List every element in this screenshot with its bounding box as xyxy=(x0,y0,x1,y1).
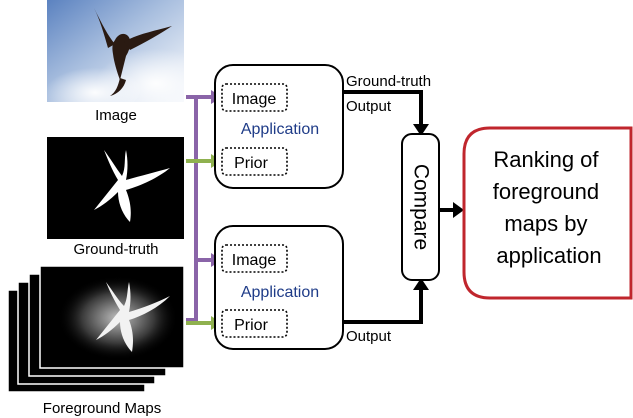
image-input-arrows xyxy=(186,95,212,322)
image-slot-label-top: Image xyxy=(232,91,277,108)
prior-slot-bottom xyxy=(221,309,288,338)
result-line-2: foreground xyxy=(493,179,599,204)
output-label-bottom: Output xyxy=(346,328,392,345)
bird-photo-icon xyxy=(94,8,172,96)
output-arrows xyxy=(343,90,455,324)
output-arrow-head-bottom xyxy=(413,278,429,290)
image-slot-top xyxy=(221,83,288,112)
ground-truth-label: Ground-truth xyxy=(73,241,158,258)
result-line-1: Ranking of xyxy=(493,147,599,172)
ranking-result-box: Ranking of foreground maps by applicatio… xyxy=(462,126,633,300)
ground-truth-output-line1: Ground-truth xyxy=(346,73,431,90)
image-label: Image xyxy=(95,107,137,124)
input-image-photo xyxy=(40,0,210,115)
bird-silhouette-icon xyxy=(94,150,170,222)
compare-box: Compare xyxy=(401,133,440,281)
saliency-map-icon xyxy=(96,282,170,352)
image-slot-bottom xyxy=(221,244,288,273)
input-ground-truth-mask xyxy=(47,137,184,239)
compare-label: Compare xyxy=(409,164,432,250)
image-slot-label-bottom: Image xyxy=(232,252,277,269)
result-text: Ranking of foreground maps by applicatio… xyxy=(493,147,606,268)
application-title-top: Application xyxy=(241,121,319,138)
ground-truth-output-line2: Output xyxy=(346,98,392,115)
result-line-4: application xyxy=(496,243,601,268)
ground-truth-output-label: Ground-truth Output xyxy=(346,73,435,115)
prior-slot-top xyxy=(221,147,288,176)
result-line-3: maps by xyxy=(504,211,587,236)
result-arrow-head xyxy=(453,202,464,218)
prior-slot-label-top: Prior xyxy=(234,155,268,172)
foreground-maps-label: Foreground Maps xyxy=(43,400,161,417)
output-arrow-head-top xyxy=(413,124,429,136)
application-title-bottom: Application xyxy=(241,284,319,301)
application-box-bottom: Image Application Prior xyxy=(214,225,344,350)
prior-input-arrows xyxy=(186,159,212,325)
application-box-top: Image Application Prior xyxy=(214,64,344,189)
prior-slot-label-bottom: Prior xyxy=(234,317,268,334)
input-foreground-maps-stack xyxy=(7,265,185,393)
